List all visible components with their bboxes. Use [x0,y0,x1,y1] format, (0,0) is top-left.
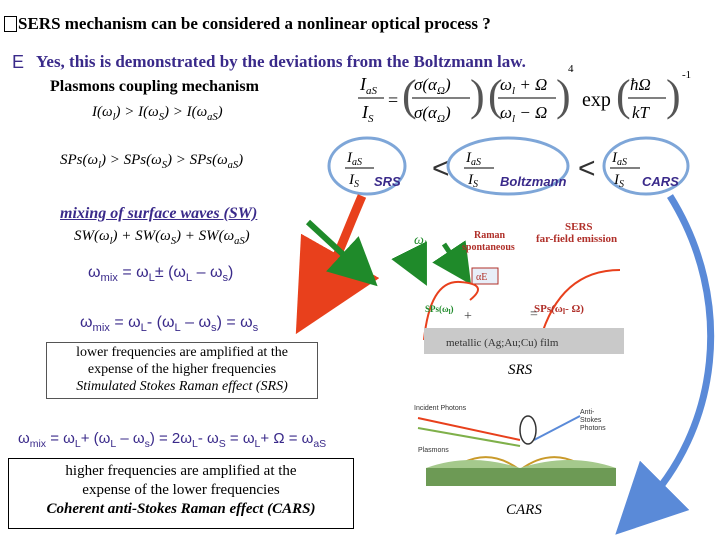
svg-text:σ(αΩ): σ(αΩ) [414,75,451,97]
svg-text:-1: -1 [682,69,691,81]
substrate [426,468,616,486]
svg-text:Anti-: Anti- [580,409,595,416]
svg-text:4: 4 [568,63,574,75]
green-arrow-1 [305,219,378,287]
boltzmann-ratio-ellipse [446,136,570,196]
sw-equation: SW(ωl) + SW(ωS) + SW(ωaS) [74,228,250,247]
metallic-film [424,328,624,354]
svg-text:ωl: ωl [414,233,427,249]
svg-text:αE: αE [476,272,487,283]
delta-e-box [471,267,499,285]
intensity-equation: I(ωl) > I(ωS) > I(ωaS) [92,104,223,123]
plasmons-heading: Plasmons coupling mechanism [50,78,259,95]
svg-text:<: < [578,152,596,185]
svg-text:far-field emission: far-field emission [536,233,617,245]
srs-box-line-3: Stimulated Stokes Raman effect (SRS) [76,379,288,394]
svg-text:IS: IS [613,172,624,190]
svg-text:kT: kT [632,103,651,122]
svg-text:(: ( [488,71,503,120]
svg-text:exp: exp [582,89,611,111]
srs-label: SRS [508,362,533,378]
svg-text:Incident Photons: Incident Photons [414,405,467,412]
svg-text:=: = [388,90,398,110]
formula-i-s: IS [361,102,374,125]
svg-text:ħΩ: ħΩ [630,75,651,94]
green-arrow-2 [432,240,472,285]
svg-text:IaS: IaS [465,150,481,168]
svg-text:IS: IS [348,172,359,190]
cars-label: CARS [506,502,542,518]
cars-box-line-3: Coherent anti-Stokes Raman effect (CARS) [46,501,316,517]
svg-text:ωl − Ω: ωl − Ω [500,103,547,125]
omega-mix-equation-1: ωmix = ωL± (ωL – ωs) [88,264,234,285]
srs-diagram: ωl Raman spontaneous SERS far-field emis… [414,221,624,354]
svg-text:Stokes: Stokes [580,417,602,424]
svg-text:(: ( [616,71,631,120]
srs-ratio-ellipse [327,136,407,196]
cars-explanation-box: higher frequencies are amplified at the … [8,458,354,529]
svg-text:IS: IS [467,172,478,190]
svg-text:ωl + Ω: ωl + Ω [500,75,547,97]
ratio-comparison: IaS IS SRS < IaS IS Boltzmann < IaS IS C… [327,136,690,196]
molecule [519,415,537,445]
svg-text:SRS: SRS [374,174,401,189]
cars-diagram: Incident Photons Anti- Stokes Photons Pl… [414,405,616,486]
svg-text:): ) [470,71,485,120]
svg-text:metallic (Ag;Au;Cu) film: metallic (Ag;Au;Cu) film [446,337,559,349]
boltzmann-formula: IaS IS = ( σ(αΩ) σ(αΩ) ) ( ωl + Ω ωl − Ω… [358,63,691,125]
svg-text:<: < [432,152,450,185]
svg-text:CARS: CARS [642,174,679,189]
svg-text:σ(αΩ): σ(αΩ) [414,103,451,125]
svg-text:SPs(ωl- Ω): SPs(ωl- Ω) [534,303,584,316]
svg-text:IaS: IaS [611,150,627,168]
srs-box-line-2: expense of the higher frequencies [87,362,277,377]
svg-text:SERS: SERS [565,221,593,233]
svg-text:(: ( [402,71,417,120]
srs-box-line-1: lower frequencies are amplified at the [76,345,288,360]
svg-text:spontaneous: spontaneous [462,242,515,253]
svg-text:Photons: Photons [580,425,606,432]
svg-text:=: = [530,307,538,322]
svg-text:Boltzmann: Boltzmann [500,174,567,189]
svg-text:+: + [464,309,472,324]
omega-mix-equation-3: ωmix = ωL+ (ωL – ωs) = 2ωL- ωS = ωL+ Ω =… [18,430,327,450]
svg-text:IaS: IaS [346,150,362,168]
svg-text:Raman: Raman [474,230,506,241]
green-arrow-3 [391,241,427,286]
unknown-glyph-icon [4,16,17,32]
omega-mix-equation-2: ωmix = ωL- (ωL – ωs) = ωs [80,314,259,335]
svg-text:): ) [666,71,681,120]
cars-ratio-ellipse [602,136,690,196]
answer-marker: E [12,52,25,72]
answer-text: Yes, this is demonstrated by the deviati… [36,52,526,71]
sps-equation: SPs(ωl) > SPs(ωS) > SPs(ωaS) [60,152,244,171]
cars-box-line-2: expense of the lower frequencies [82,482,280,498]
svg-text:): ) [556,71,571,120]
svg-text:Plasmons: Plasmons [418,447,449,454]
mixing-heading: mixing of surface waves (SW) [60,205,258,222]
question-title: SERS mechanism can be considered a nonli… [18,14,491,33]
srs-explanation-box: lower frequencies are amplified at the e… [46,342,318,399]
blue-arrow [615,194,715,535]
cars-box-line-1: higher frequencies are amplified at the [65,463,297,479]
formula-i-as: IaS [359,74,378,97]
svg-text:SPs(ωl): SPs(ωl) [425,304,454,316]
red-arrow [295,194,380,335]
